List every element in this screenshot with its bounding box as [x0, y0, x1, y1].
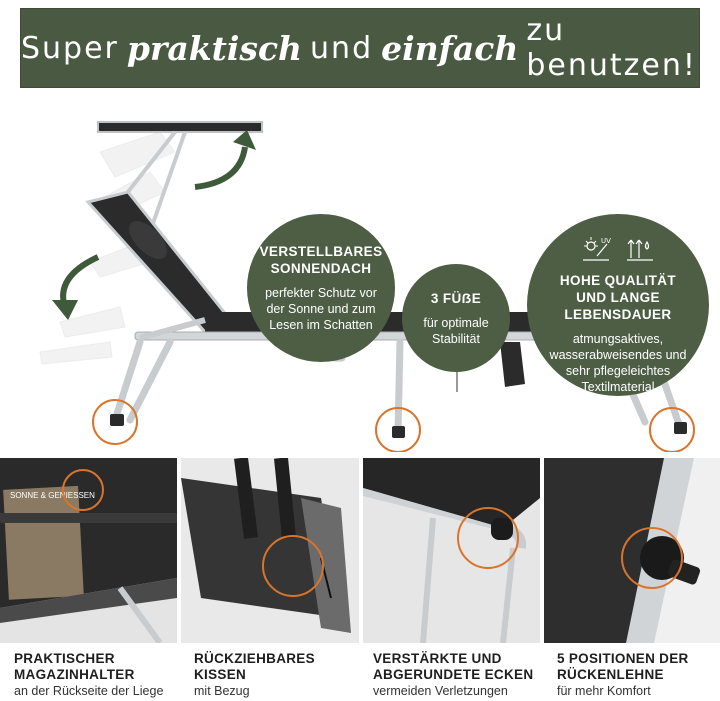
- header-banner: Super praktisch und einfach zu benutzen!: [20, 8, 700, 88]
- rail-joint: [139, 317, 206, 341]
- feature-sunroof-circle: VERSTELLBARES SONNENDACH perfekter Schut…: [247, 214, 395, 362]
- detail-photo-magazine: SONNE & GENIESSEN: [0, 458, 177, 643]
- leg-caps: [110, 414, 687, 438]
- feature-feet-circle: 3 FÜẞE für optimale Stabilität: [402, 264, 510, 372]
- feature-quality-title: HOHE QUALITÄT UND LANGE LEBENSDAUER: [559, 272, 677, 322]
- canopy-arm-1: [118, 130, 177, 204]
- detail-title-backrest: 5 POSITIONEN DER RÜCKENLEHNE: [557, 651, 689, 682]
- header-text-part1: Super: [21, 30, 119, 66]
- detail-caption-pillow: RÜCKZIEHBARES KISSEN mit Bezug: [194, 651, 370, 699]
- arrow-down-head-icon: [52, 300, 78, 320]
- detail-caption-corners: VERSTÄRKTE UND ABGERUNDETE ECKEN vermeid…: [373, 651, 549, 699]
- detail-caption-magazine: PRAKTISCHER MAGAZINHALTER an der Rücksei…: [14, 651, 190, 699]
- canopy-arm-2: [148, 131, 187, 233]
- header-text-part2: und: [310, 30, 374, 66]
- detail-photo-pillow: [181, 458, 359, 643]
- detail-text-pillow: mit Bezug: [194, 684, 250, 698]
- detail-title-magazine: PRAKTISCHER MAGAZINHALTER: [14, 651, 135, 682]
- foot-highlight-circles: [92, 399, 695, 452]
- detail-text-magazine: an der Rückseite der Liege: [14, 684, 164, 698]
- feature-feet-text: für optimale Stabilität: [423, 315, 489, 346]
- corner-highlight-circle: [457, 507, 519, 569]
- header-word-praktisch: praktisch: [126, 28, 303, 68]
- svg-text:UV: UV: [601, 237, 611, 245]
- pillow: [129, 221, 167, 259]
- feature-quality-circle: UV HOHE QUALITÄT UND LANGE LEBENSDAUER a…: [527, 214, 709, 396]
- feature-quality-text: atmungsaktives, wasserabweisendes und se…: [549, 331, 687, 394]
- feature-sunroof-title: VERSTELLBARES SONNENDACH: [259, 244, 383, 276]
- carry-strap: [500, 342, 525, 387]
- detail-photo-corners: [363, 458, 540, 643]
- magazine-highlight-circle: [62, 469, 104, 511]
- detail-photo-backrest: [544, 458, 720, 643]
- detail-title-corners: VERSTÄRKTE UND ABGERUNDETE ECKEN: [373, 651, 534, 682]
- pillow-highlight-circle: [262, 535, 324, 597]
- lounger-hero: VERSTELLBARES SONNENDACH perfekter Schut…: [0, 92, 720, 452]
- detail-title-pillow: RÜCKZIEHBARES KISSEN: [194, 651, 315, 682]
- header-text-part3: zu benutzen!: [526, 13, 697, 83]
- header-word-einfach: einfach: [381, 28, 519, 68]
- detail-text-backrest: für mehr Komfort: [557, 684, 651, 698]
- quality-icons: UV: [581, 234, 655, 264]
- feature-sunroof-text: perfekter Schutz vor der Sonne und zum L…: [265, 286, 377, 332]
- arrow-up-head-icon: [233, 130, 256, 150]
- uv-protection-icon: UV: [583, 236, 611, 261]
- detail-text-corners: vermeiden Verletzungen: [373, 684, 508, 698]
- detail-caption-backrest: 5 POSITIONEN DER RÜCKENLEHNE für mehr Ko…: [557, 651, 720, 699]
- backrest-highlight-circle: [621, 527, 683, 589]
- magazine-title: SONNE & GENIESSEN: [10, 491, 95, 500]
- feature-feet-title: 3 FÜẞE: [430, 290, 482, 306]
- arrow-up-icon: [194, 146, 248, 190]
- detail-strip: SONNE & GENIESSEN: [0, 458, 720, 701]
- water-repellent-icon: [627, 239, 653, 261]
- sun-canopy: [97, 121, 263, 133]
